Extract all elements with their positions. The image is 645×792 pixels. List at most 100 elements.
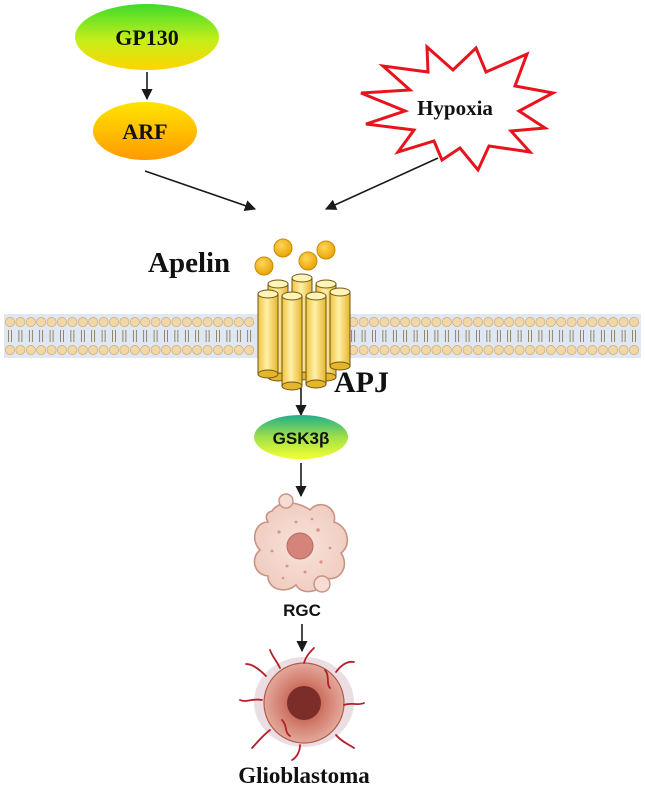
lipid-head	[161, 317, 171, 327]
gsk3b-label: GSK3β	[273, 429, 330, 448]
lipid-head	[369, 317, 379, 327]
glioblastoma-label: Glioblastoma	[238, 763, 370, 788]
lipid-tail	[590, 330, 595, 336]
lipid-head	[119, 345, 130, 355]
lipid-head	[150, 317, 161, 327]
lipid-tail	[351, 330, 356, 336]
lipid-head	[25, 345, 36, 355]
lipid-tail	[517, 336, 522, 342]
lipid-tail	[28, 330, 33, 336]
lipid-head	[525, 317, 535, 327]
lipid-head	[556, 317, 567, 327]
receptor-helix-top	[281, 291, 303, 301]
lipid-head	[441, 317, 452, 327]
lipid-tail	[49, 330, 54, 336]
lipid-tail	[112, 336, 116, 342]
apelin-ligand-ball	[316, 240, 336, 260]
lipid-tail	[143, 330, 148, 336]
lipid-head	[244, 317, 255, 327]
lipid-tail	[611, 330, 616, 336]
lipid-head	[369, 345, 379, 355]
lipid-tail	[528, 336, 532, 342]
lipid-head	[431, 345, 442, 355]
lipid-head	[46, 317, 57, 327]
receptor-helix	[305, 295, 327, 385]
lipid-tail	[403, 336, 408, 342]
lipid-tail	[538, 336, 543, 342]
receptor-helix-base	[305, 379, 327, 389]
lipid-head	[25, 317, 36, 327]
gsk3b-node: GSK3β	[254, 415, 348, 459]
lipid-tail	[361, 336, 366, 342]
glioblastoma-image	[239, 647, 365, 761]
lipid-head	[36, 345, 47, 355]
lipid-tail	[143, 336, 148, 342]
lipid-head	[119, 317, 130, 327]
lipid-tail	[8, 336, 12, 342]
lipid-tail	[372, 336, 376, 342]
lipid-head	[181, 345, 192, 355]
lipid-head	[150, 345, 161, 355]
hypoxia-node: Hypoxia	[360, 43, 558, 173]
lipid-tail	[195, 336, 200, 342]
gp130-label: GP130	[115, 25, 179, 50]
lipid-tail	[538, 330, 543, 336]
lipid-head	[88, 317, 99, 327]
lipid-tail	[486, 330, 491, 336]
lipid-tail	[49, 336, 54, 342]
receptor-helix-top	[305, 291, 327, 301]
lipid-head	[213, 317, 223, 327]
apj-receptor	[257, 273, 351, 391]
lipid-tail	[465, 336, 470, 342]
lipid-head	[514, 317, 525, 327]
lipid-head	[77, 345, 88, 355]
lipid-tail	[403, 330, 408, 336]
lipid-head	[161, 345, 171, 355]
receptor-helix-top	[315, 279, 337, 289]
lipid-head	[587, 317, 598, 327]
lipid-head	[15, 317, 26, 327]
lipid-tail	[632, 330, 636, 336]
lipid-head	[410, 345, 421, 355]
arf-node: ARF	[93, 102, 197, 160]
lipid-tail	[476, 336, 480, 342]
lipid-tail	[444, 330, 449, 336]
lipid-tail	[496, 330, 501, 336]
lipid-head	[556, 345, 567, 355]
lipid-tail	[486, 336, 491, 342]
receptor-helix-top	[329, 287, 351, 297]
lipid-head	[452, 345, 463, 355]
lipid-head	[493, 317, 504, 327]
lipid-tail	[226, 330, 231, 336]
lipid-head	[483, 345, 494, 355]
lipid-head	[244, 345, 255, 355]
lipid-head	[545, 317, 556, 327]
receptor-helix-top	[267, 279, 289, 289]
hypoxia-star-shape	[360, 43, 558, 173]
lipid-tail	[611, 336, 616, 342]
lipid-head	[379, 317, 390, 327]
lipid-tail	[424, 330, 428, 336]
lipid-head	[67, 345, 78, 355]
lipid-head	[421, 317, 431, 327]
lipid-tail	[164, 330, 168, 336]
lipid-tail	[455, 330, 460, 336]
rgc-label: RGC	[283, 601, 321, 620]
lipid-tail	[101, 330, 106, 336]
arrow-arf-to-apelin	[144, 170, 257, 212]
lipid-head	[171, 345, 182, 355]
lipid-head	[192, 345, 203, 355]
lipid-head	[441, 345, 452, 355]
arrow-hypoxia-to-apelin	[324, 157, 439, 210]
receptor-helix-top	[257, 289, 279, 299]
lipid-head	[67, 317, 78, 327]
lipid-tail	[60, 330, 64, 336]
lipid-tail	[91, 336, 96, 342]
lipid-tail	[236, 336, 241, 342]
lipid-tail	[424, 336, 428, 342]
lipid-tail	[590, 336, 595, 342]
lipid-tail	[621, 330, 626, 336]
lipid-tail	[528, 330, 532, 336]
lipid-tail	[80, 330, 85, 336]
lipid-bilayer	[5, 317, 639, 355]
